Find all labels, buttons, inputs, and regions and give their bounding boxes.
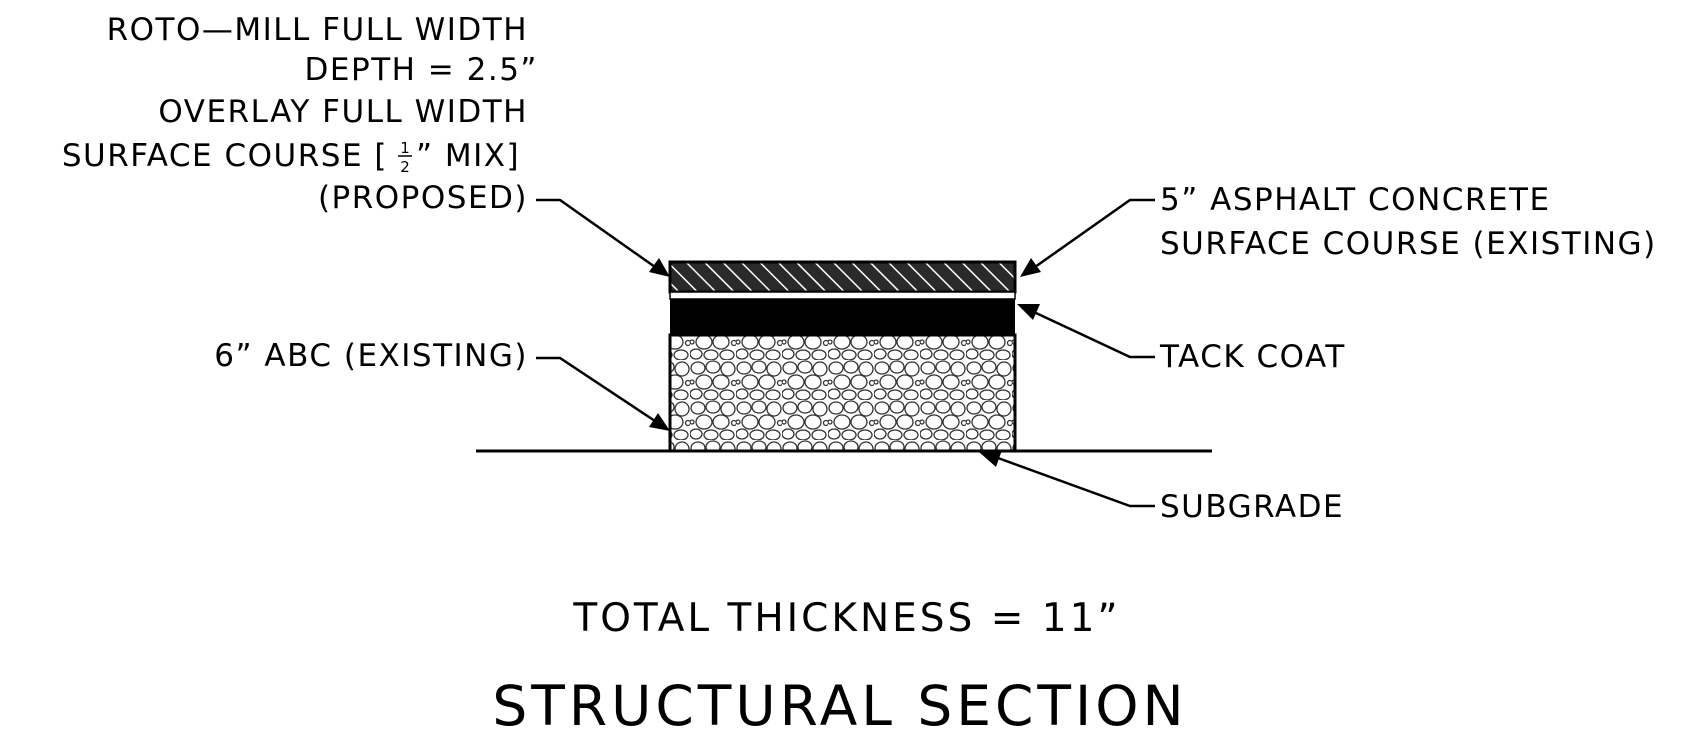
asphalt-note-line1: 5” ASPHALT CONCRETE (1160, 182, 1551, 218)
abc-leader (536, 356, 656, 423)
asphalt-note-line2: SURFACE COURSE (EXISTING) (1160, 226, 1657, 262)
left-notes: ROTO—MILL FULL WIDTH DEPTH = 2.5” OVERLA… (62, 12, 538, 374)
subgrade-note: SUBGRADE (1160, 489, 1344, 525)
tack-coat-arrowhead (1017, 304, 1040, 320)
fraction-denominator: 2 (400, 158, 410, 176)
leader-lines (536, 198, 1155, 508)
subgrade-arrowhead (979, 450, 1002, 467)
total-thickness: TOTAL THICKNESS = 11” (572, 596, 1120, 641)
asphalt-arrowhead (1020, 258, 1041, 277)
fraction-numerator: 1 (400, 139, 410, 157)
abc-gravel-layer (668, 333, 1017, 453)
roto-mill-note: ROTO—MILL FULL WIDTH (107, 12, 528, 48)
proposed-note: (PROPOSED) (318, 180, 528, 216)
abc-note: 6” ABC (EXISTING) (214, 338, 528, 374)
mix-note: ” MIX] (416, 138, 520, 174)
proposed-leader (536, 198, 656, 269)
overlay-note: OVERLAY FULL WIDTH (158, 94, 528, 130)
asphalt-surface-layer (668, 260, 1017, 294)
asphalt-base-layer (670, 299, 1015, 335)
pavement-layers (476, 260, 1212, 453)
depth-note: DEPTH = 2.5” (305, 52, 538, 88)
drawing-title: STRUCTURAL SECTION (492, 674, 1187, 738)
surface-course-note: SURFACE COURSE [ (62, 138, 388, 174)
abc-arrowhead (649, 413, 670, 431)
tack-coat-note: TACK COAT (1159, 339, 1346, 375)
arrowheads (649, 258, 1041, 467)
proposed-arrowhead (649, 258, 670, 277)
subgrade-leader (997, 456, 1155, 508)
asphalt-leader (1034, 198, 1155, 269)
tack-coat-leader (1035, 311, 1155, 359)
right-notes: 5” ASPHALT CONCRETE SURFACE COURSE (EXIS… (1159, 182, 1657, 525)
tack-coat-layer (669, 291, 1016, 300)
